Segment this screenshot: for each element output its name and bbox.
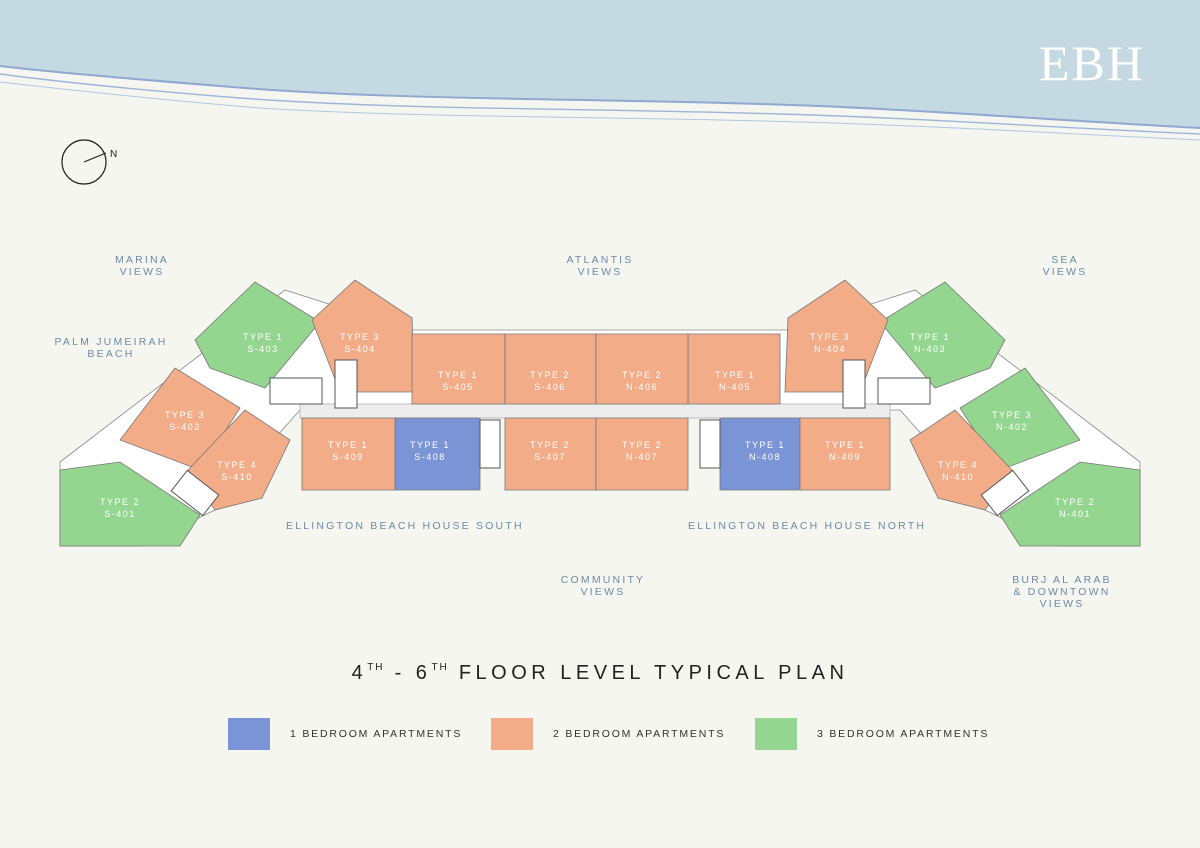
corridor (299, 403, 891, 419)
unit-type-label: TYPE 2 (622, 370, 662, 380)
unit-number-label: S-403 (247, 344, 279, 354)
unit-number-label: S-407 (534, 452, 566, 462)
unit-number-label: S-409 (332, 452, 364, 462)
shoreline (0, 81, 1200, 141)
unit-s-402 (119, 367, 241, 471)
legend-swatch (755, 718, 797, 750)
unit-type-label: TYPE 3 (992, 410, 1032, 420)
legend-1-bedroom: 1 BEDROOM APARTMENTS (228, 718, 462, 750)
unit-n-406 (595, 333, 689, 405)
unit-number-label: N-404 (814, 344, 846, 354)
unit-type-label: TYPE 1 (715, 370, 755, 380)
unit-s-406 (504, 333, 597, 405)
unit-type-label: TYPE 1 (910, 332, 950, 342)
building-label-north: ELLINGTON BEACH HOUSE NORTH (688, 520, 927, 532)
unit-n-402 (959, 367, 1081, 471)
shoreline (0, 65, 1200, 129)
unit-type-label: TYPE 3 (340, 332, 380, 342)
unit-number-label: N-401 (1059, 509, 1091, 519)
unit-number-label: S-405 (442, 382, 474, 392)
unit-type-label: TYPE 1 (243, 332, 283, 342)
unit-n-403 (879, 281, 1006, 389)
unit-number-label: S-406 (534, 382, 566, 392)
shoreline (0, 73, 1200, 135)
plan-title: 4TH - 6TH FLOOR LEVEL TYPICAL PLAN (351, 662, 849, 684)
unit-number-label: N-408 (749, 452, 781, 462)
unit-number-label: N-409 (829, 452, 861, 462)
unit-type-label: TYPE 1 (328, 440, 368, 450)
unit-number-label: S-408 (414, 452, 446, 462)
unit-type-label: TYPE 3 (165, 410, 205, 420)
unit-type-label: TYPE 4 (938, 460, 978, 470)
unit-type-label: TYPE 1 (438, 370, 478, 380)
unit-number-label: S-404 (344, 344, 376, 354)
compass-north-label: N (110, 149, 117, 160)
unit-number-label: N-402 (996, 422, 1028, 432)
unit-type-label: TYPE 4 (217, 460, 257, 470)
unit-number-label: N-406 (626, 382, 658, 392)
unit-number-label: S-402 (169, 422, 201, 432)
brand-logo: EBH (1039, 35, 1145, 91)
unit-n-401 (999, 461, 1141, 547)
unit-type-label: TYPE 2 (530, 370, 570, 380)
legend-swatch (228, 718, 270, 750)
unit-type-label: TYPE 3 (810, 332, 850, 342)
unit-number-label: N-410 (942, 472, 974, 482)
legend-swatch (491, 718, 533, 750)
unit-type-label: TYPE 2 (622, 440, 662, 450)
unit-n-405 (687, 333, 781, 405)
sea-area (0, 0, 1200, 128)
unit-number-label: S-410 (221, 472, 253, 482)
unit-type-label: TYPE 2 (530, 440, 570, 450)
unit-s-401 (59, 461, 201, 547)
legend-2-bedroom: 2 BEDROOM APARTMENTS (491, 718, 725, 750)
unit-n-409 (799, 417, 891, 491)
unit-type-label: TYPE 1 (825, 440, 865, 450)
unit-type-label: TYPE 1 (745, 440, 785, 450)
unit-type-label: TYPE 1 (410, 440, 450, 450)
unit-number-label: N-403 (914, 344, 946, 354)
core-blocks (170, 359, 1030, 517)
building-label-south: ELLINGTON BEACH HOUSE SOUTH (286, 520, 524, 532)
unit-n-407 (595, 417, 689, 491)
legend-label: 1 BEDROOM APARTMENTS (290, 728, 463, 740)
legend-label: 3 BEDROOM APARTMENTS (817, 728, 990, 740)
unit-s-409 (301, 417, 396, 491)
unit-s-405 (411, 333, 506, 405)
unit-number-label: N-407 (626, 452, 658, 462)
unit-type-label: TYPE 2 (100, 497, 140, 507)
legend-3-bedroom: 3 BEDROOM APARTMENTS (755, 718, 989, 750)
unit-number-label: S-401 (104, 509, 136, 519)
compass-icon (61, 139, 107, 185)
unit-s-403 (194, 281, 321, 389)
legend-label: 2 BEDROOM APARTMENTS (553, 728, 726, 740)
unit-number-label: N-405 (719, 382, 751, 392)
unit-type-label: TYPE 2 (1055, 497, 1095, 507)
